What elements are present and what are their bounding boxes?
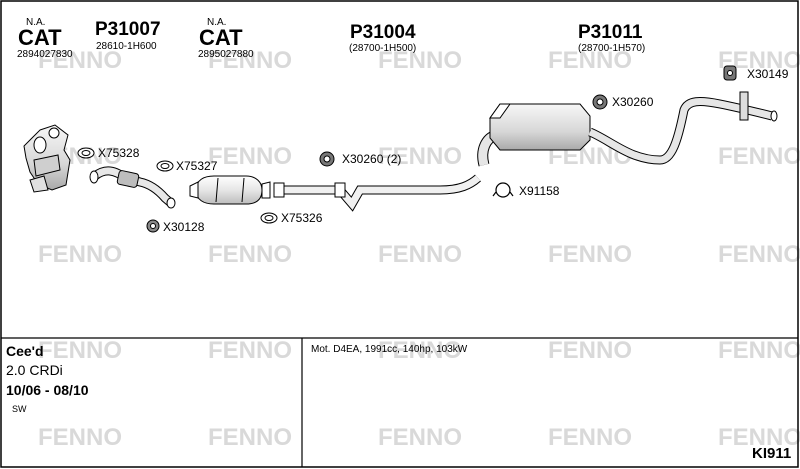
watermark-text: FENNO bbox=[38, 47, 122, 74]
cat2-number: 2895027880 bbox=[198, 49, 254, 60]
cat1-na-label: N.A. bbox=[26, 17, 46, 28]
watermark-text: FENNO bbox=[208, 424, 292, 451]
engine-info: Mot. D4EA, 1991cc, 140hp, 103kW bbox=[311, 344, 468, 355]
vehicle-model: Cee'd bbox=[6, 343, 44, 359]
watermark-text: FENNO bbox=[38, 424, 122, 451]
p31011-ref: (28700-1H570) bbox=[578, 43, 646, 54]
watermark-text: FENNO bbox=[548, 47, 632, 74]
p31004-title: P31004 bbox=[350, 22, 416, 43]
watermark-text: FENNO bbox=[718, 143, 800, 170]
watermark-text: FENNO bbox=[38, 241, 122, 268]
cat1-title: CAT bbox=[18, 25, 62, 50]
watermark-text: FENNO bbox=[718, 424, 800, 451]
vehicle-body: SW bbox=[12, 404, 27, 414]
part-label-x75327[interactable]: X75327 bbox=[176, 159, 218, 173]
rubber-mount-x30260-top-icon[interactable] bbox=[592, 94, 608, 110]
watermark-text: FENNO bbox=[208, 47, 292, 74]
catalyst-manifold-part[interactable] bbox=[23, 124, 71, 193]
rubber-mount-x30149-icon[interactable] bbox=[723, 65, 737, 81]
clamp-x91158-icon[interactable] bbox=[492, 182, 514, 198]
kit-code: KI911 bbox=[752, 445, 792, 462]
watermark-text: FENNO bbox=[208, 337, 292, 364]
watermark-text: FENNO bbox=[548, 337, 632, 364]
part-label-x30260-top[interactable]: X30260 bbox=[612, 95, 654, 109]
nut-x30128-icon[interactable] bbox=[146, 219, 160, 233]
watermark-text: FENNO bbox=[378, 143, 462, 170]
part-label-x30128[interactable]: X30128 bbox=[163, 220, 205, 234]
p31007-ref: 28610-1H600 bbox=[96, 41, 157, 52]
watermark-text: FENNO bbox=[548, 241, 632, 268]
p31004-ref: (28700-1H500) bbox=[349, 43, 417, 54]
watermark-text: FENNO bbox=[378, 47, 462, 74]
watermark-text: FENNO bbox=[718, 241, 800, 268]
gasket-x75328-icon[interactable] bbox=[77, 147, 95, 159]
gasket-x75327-icon[interactable] bbox=[156, 160, 174, 172]
cat1-number: 2894027830 bbox=[17, 49, 73, 60]
watermark-text: FENNO bbox=[378, 337, 462, 364]
vehicle-years: 10/06 - 08/10 bbox=[6, 382, 89, 398]
watermark-text: FENNO bbox=[378, 424, 462, 451]
watermark-text: FENNO bbox=[378, 241, 462, 268]
part-label-x75326[interactable]: X75326 bbox=[281, 211, 323, 225]
rear-silencer-part[interactable] bbox=[477, 91, 778, 167]
catalyst-part[interactable] bbox=[189, 175, 271, 205]
watermark-text: FENNO bbox=[208, 241, 292, 268]
middle-pipe-part[interactable] bbox=[273, 174, 481, 212]
p31011-title: P31011 bbox=[578, 22, 643, 43]
part-label-x75328[interactable]: X75328 bbox=[98, 146, 140, 160]
p31007-title: P31007 bbox=[95, 19, 161, 40]
watermark-text: FENNO bbox=[718, 337, 800, 364]
part-label-x30149[interactable]: X30149 bbox=[747, 67, 789, 81]
rubber-mount-x30260-mid-icon[interactable] bbox=[319, 151, 335, 167]
cat2-title: CAT bbox=[199, 25, 243, 50]
cat2-na-label: N.A. bbox=[207, 17, 227, 28]
vehicle-engine: 2.0 CRDi bbox=[6, 362, 63, 378]
watermark-text: FENNO bbox=[208, 143, 292, 170]
watermark-text: FENNO bbox=[38, 337, 122, 364]
watermark-layer: FENNO FENNO FENNO FENNO FENNO FENNO FENNO FENNO… bbox=[38, 47, 800, 451]
part-label-x91158[interactable]: X91158 bbox=[519, 184, 560, 198]
gasket-x75326-icon[interactable] bbox=[260, 212, 278, 224]
watermark-text: FENNO bbox=[548, 424, 632, 451]
front-pipe-part[interactable] bbox=[89, 166, 176, 209]
part-label-x30260-mid[interactable]: X30260 (2) bbox=[342, 152, 402, 166]
